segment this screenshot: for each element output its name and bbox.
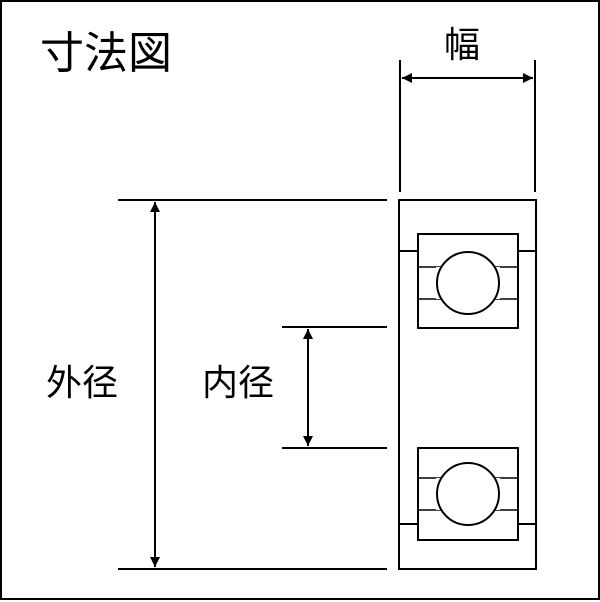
bearing-outer-frame [398, 199, 537, 570]
inner-diameter-label: 内径 [202, 363, 275, 404]
outer-diameter-label: 外径 [46, 363, 119, 404]
bearing-lower-section [399, 447, 536, 541]
bearing-upper-section [399, 233, 536, 329]
drawing-title: 寸法図 [40, 28, 172, 79]
upper-ball [436, 251, 500, 315]
lower-ball [436, 462, 500, 526]
width-label: 幅 [444, 25, 481, 66]
